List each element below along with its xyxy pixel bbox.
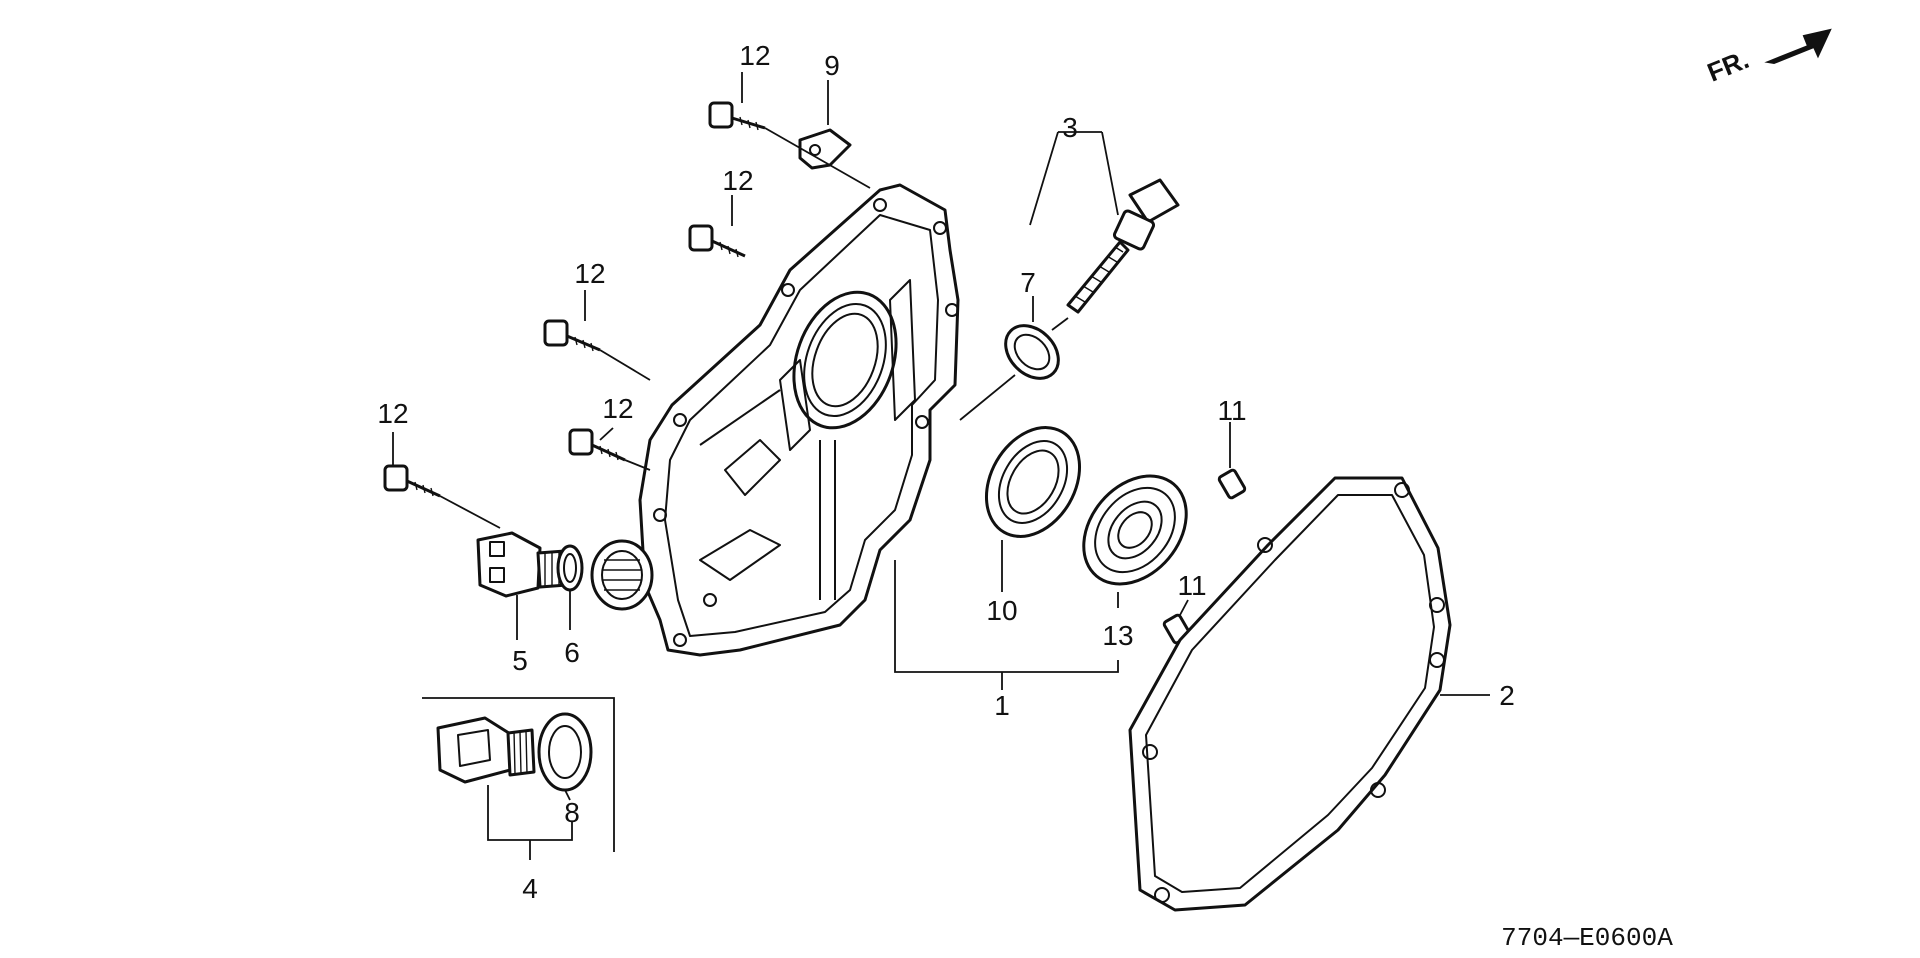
callout-12d: 12 — [602, 393, 633, 424]
washer-6 — [556, 544, 584, 592]
callout-12a: 12 — [739, 40, 770, 71]
oil-filler-cap-4 — [436, 716, 536, 784]
callout-11b: 11 — [1177, 570, 1206, 601]
drain-plug-5 — [476, 531, 569, 598]
drawing-code: 7704—E0600A — [1501, 923, 1673, 953]
callout-3: 3 — [1062, 112, 1078, 143]
flange-bolt-12-e — [383, 464, 441, 498]
callout-5: 5 — [512, 645, 528, 676]
crankcase-cover — [590, 183, 960, 657]
callout-13: 13 — [1102, 620, 1133, 651]
callout-8: 8 — [564, 797, 580, 828]
o-ring-7 — [1004, 324, 1060, 380]
flange-bolt-12-b — [688, 224, 746, 258]
fr-label: FR. — [1703, 44, 1753, 88]
callout-12c: 12 — [574, 258, 605, 289]
flange-bolt-12-d — [568, 428, 626, 462]
oil-level-gauge-3 — [1066, 178, 1180, 314]
flange-bolt-12-c — [543, 319, 601, 352]
callout-12e: 12 — [377, 398, 408, 429]
callout-11a: 11 — [1217, 395, 1246, 426]
leader-lines — [392, 72, 1490, 860]
front-arrow-icon — [1764, 28, 1832, 65]
callout-7: 7 — [1020, 267, 1036, 298]
callout-10: 10 — [986, 595, 1017, 626]
bracket-frame — [422, 697, 615, 852]
callout-2: 2 — [1499, 680, 1515, 711]
bearing-13 — [1082, 474, 1188, 586]
callout-4: 4 — [522, 873, 538, 904]
callout-1: 1 — [994, 690, 1010, 721]
front-direction-indicator: FR. — [1703, 28, 1832, 88]
callout-6: 6 — [564, 637, 580, 668]
washer-8 — [537, 712, 593, 792]
callout-12b: 12 — [722, 165, 753, 196]
flange-bolt-12-a — [708, 101, 766, 131]
dowel-pin-11-a — [1217, 468, 1247, 500]
gasket-2 — [1128, 476, 1452, 912]
callout-9: 9 — [824, 50, 840, 81]
oil-seal-10 — [984, 426, 1082, 538]
